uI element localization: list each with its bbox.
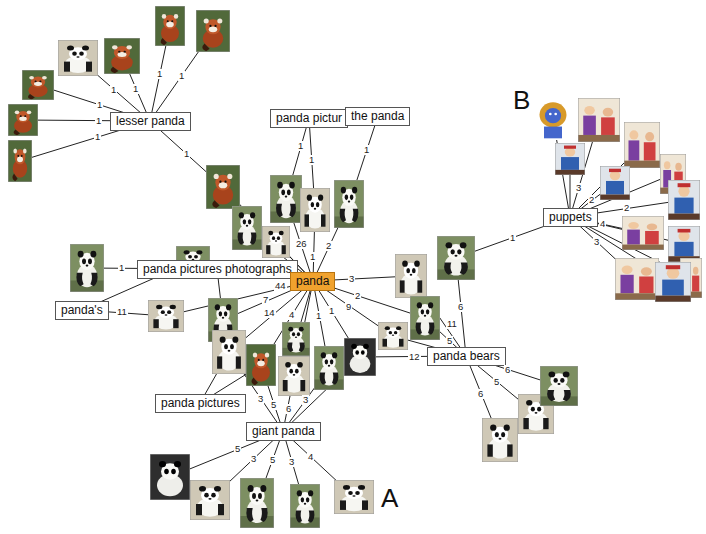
callout-letter: A: [380, 484, 399, 512]
edge-weight: 5: [234, 444, 241, 454]
edge-weight: 6: [285, 404, 292, 414]
edge-weight: 3: [288, 457, 295, 467]
edge-weight: 3: [593, 237, 600, 247]
edge-weight: 6: [477, 389, 484, 399]
edge-weight: 1: [110, 85, 117, 95]
edge-weight: 1: [308, 155, 315, 165]
edge-weight: 3: [348, 274, 355, 284]
edge-weight: 2: [588, 195, 595, 205]
query-hub-box: panda: [290, 272, 335, 291]
edge-weight: 1: [178, 71, 185, 81]
edge-weight: 5: [493, 377, 500, 387]
edge-weight: 1: [315, 311, 322, 321]
edge-weight: 1: [328, 306, 335, 316]
edge-weight: 4: [599, 219, 606, 229]
query-text: panda pictures: [161, 396, 240, 411]
query-text: panda's: [61, 303, 103, 318]
edge-weight: 3: [575, 183, 582, 193]
query-text: panda: [296, 274, 329, 289]
query-box: puppets: [543, 208, 598, 227]
edge-weight: 11: [446, 319, 458, 329]
edge-weight: 1: [297, 141, 304, 151]
query-box: lesser panda: [110, 112, 191, 131]
image-thumbnails: [8, 6, 702, 528]
query-text: the panda: [351, 109, 404, 124]
edge-weight: 1: [95, 116, 102, 126]
edge-weight: 1: [509, 233, 516, 243]
edge-weight: 3: [250, 454, 257, 464]
edge-weight: 1: [309, 252, 316, 262]
edge-weight: 3: [257, 394, 264, 404]
edge-weight: 44: [274, 281, 287, 291]
edge-weight: 3: [302, 395, 309, 405]
edge-weight: 11: [116, 307, 128, 317]
query-box: panda pictures photographs: [137, 260, 298, 279]
edge-weight: 1: [118, 263, 125, 273]
edge-weight: 4: [288, 310, 295, 320]
query-text: giant panda: [252, 424, 315, 439]
query-text: puppets: [549, 210, 592, 225]
edge-weight: 1: [94, 132, 101, 142]
query-box: panda pictur: [270, 109, 348, 128]
query-box: giant panda: [246, 422, 321, 441]
edge-weight: 1: [156, 69, 163, 79]
leader-lines: [20, 26, 691, 506]
edge-weight: 5: [446, 336, 453, 346]
edge-weight: 9: [345, 302, 352, 312]
query-box: the panda: [345, 107, 410, 126]
edge-weight: 7: [262, 295, 269, 305]
edge-weight: 2: [325, 241, 332, 251]
query-box: panda's: [55, 301, 109, 320]
query-box: panda pictures: [155, 394, 246, 413]
query-text: panda pictures photographs: [143, 262, 292, 277]
edge-weight: 6: [504, 365, 511, 375]
edge-weight: 1: [132, 84, 139, 94]
edge-weight: 5: [270, 400, 277, 410]
query-text: panda pictur: [276, 111, 342, 126]
edge-weight: 14: [263, 308, 276, 318]
edge-weight: 2: [623, 203, 630, 213]
edge-weight: 12: [408, 352, 421, 362]
edge-weight: 1: [183, 149, 190, 159]
query-text: panda bears: [433, 349, 500, 364]
edge-weight: 26: [295, 239, 308, 249]
callout-letter: B: [512, 86, 531, 114]
edge-weight: 6: [457, 302, 464, 312]
query-text: lesser panda: [116, 114, 185, 129]
edge-weight: 2: [354, 291, 361, 301]
edge-weight: 1: [363, 145, 370, 155]
query-box: panda bears: [427, 347, 506, 366]
edge-weight: 5: [269, 455, 276, 465]
edge-weight: 4: [307, 452, 314, 462]
edge-weight: 1: [96, 100, 103, 110]
